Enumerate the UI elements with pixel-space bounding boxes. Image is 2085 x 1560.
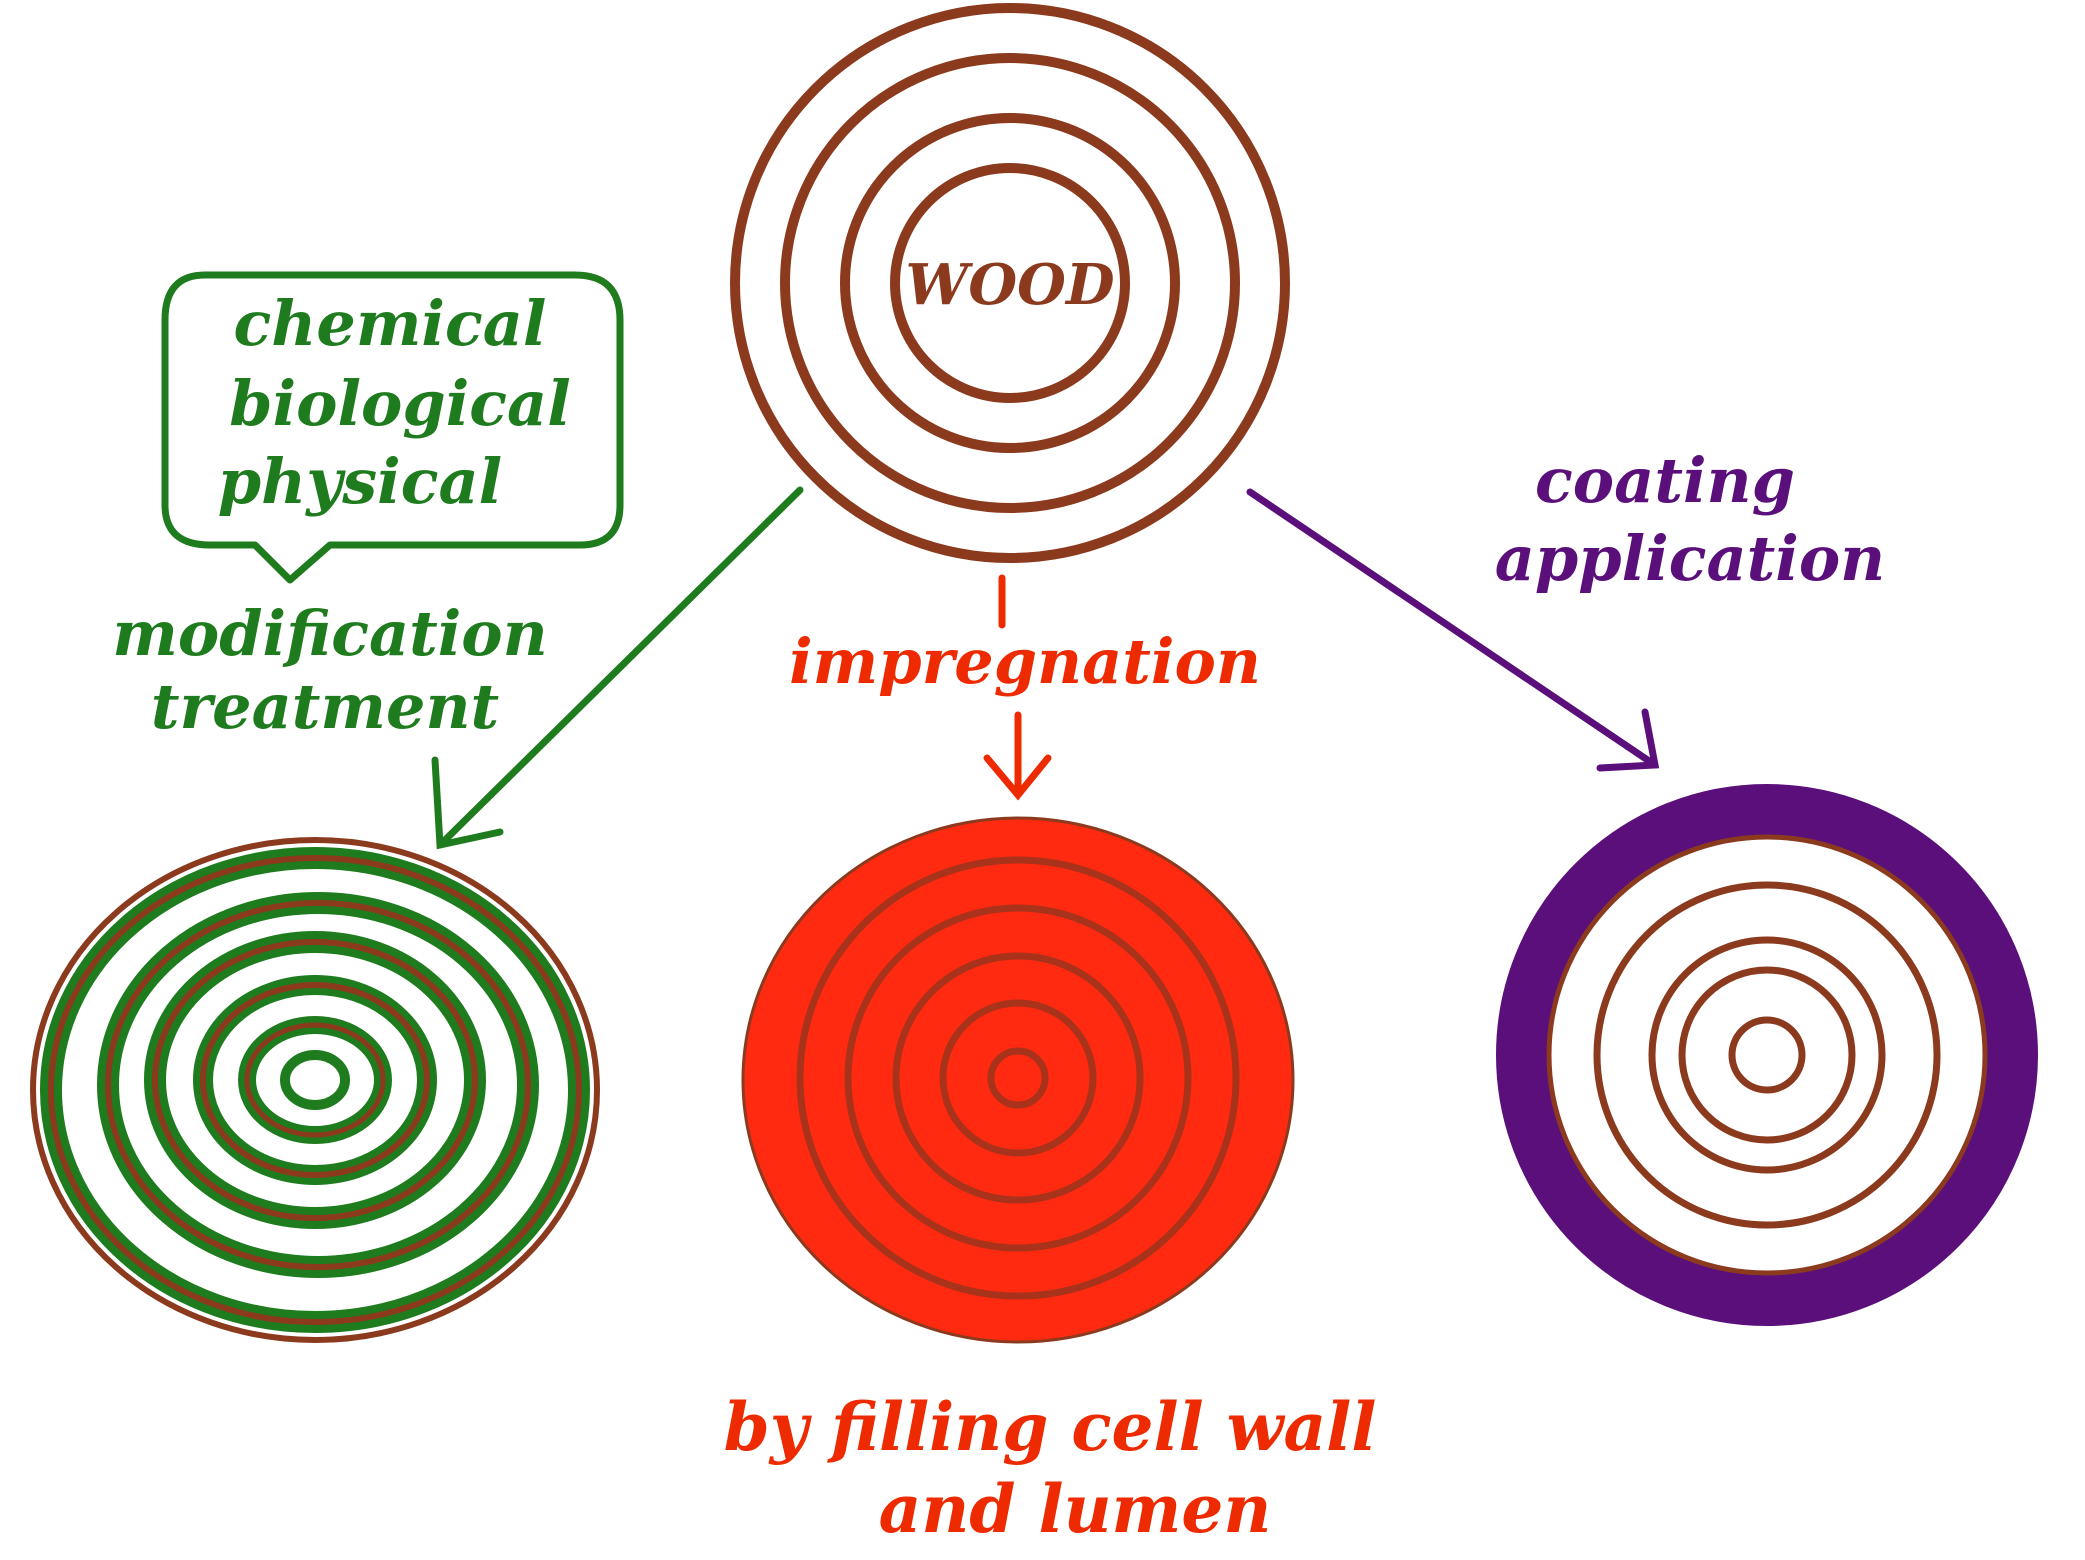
speech-bubble-outline bbox=[161, 271, 624, 584]
modified-brown-ring-1 bbox=[48, 855, 582, 1325]
modification-label-line1: modification bbox=[112, 597, 547, 670]
impregnated-ring-2 bbox=[844, 904, 1192, 1252]
bubble-line-physical: physical bbox=[218, 445, 502, 518]
caption-line2: and lumen bbox=[879, 1470, 1272, 1548]
wood-ring-inner bbox=[890, 163, 1130, 403]
bubble-line-chemical: chemical bbox=[234, 287, 547, 360]
impregnated-ring-4 bbox=[939, 999, 1097, 1157]
modified-brown-ring-2 bbox=[105, 900, 531, 1270]
wood-ring-2 bbox=[780, 53, 1240, 513]
wood-ring-3 bbox=[840, 113, 1180, 453]
modification-label-line2: treatment bbox=[151, 670, 500, 743]
coated-ring-core bbox=[1728, 1016, 1806, 1094]
modified-brown-ring-4 bbox=[200, 982, 430, 1178]
modified-brown-ring-5 bbox=[244, 1022, 386, 1138]
wood-label: WOOD bbox=[905, 252, 1114, 318]
impregnated-wood-disc bbox=[741, 816, 1295, 1344]
modified-wood-disc bbox=[30, 837, 600, 1343]
coated-ring-2 bbox=[1593, 881, 1941, 1229]
impregnated-ring-5 bbox=[987, 1047, 1049, 1109]
coating-label-line2: application bbox=[1495, 522, 1886, 595]
wood-rings: WOOD bbox=[730, 3, 1290, 563]
wood-ring-outer bbox=[730, 3, 1290, 563]
treatment-type-bubble: chemical biological physical bbox=[161, 271, 624, 584]
coated-ring-3 bbox=[1648, 936, 1886, 1174]
bubble-line-biological: biological bbox=[229, 367, 571, 440]
coated-wood-disc bbox=[1496, 784, 2038, 1326]
coated-ring-4 bbox=[1678, 966, 1856, 1144]
coating-arrow bbox=[1246, 488, 1660, 772]
modified-brown-ring-3 bbox=[152, 939, 478, 1221]
coating-layer bbox=[1496, 784, 2038, 1326]
impregnated-fill bbox=[741, 816, 1295, 1344]
impregnated-ring-3 bbox=[892, 952, 1144, 1204]
coating-label-line1: coating bbox=[1535, 444, 1795, 517]
coated-outer-ring bbox=[1546, 834, 1988, 1276]
modified-core bbox=[280, 1050, 350, 1110]
modification-arrow bbox=[431, 486, 804, 850]
impregnation-arrow bbox=[983, 574, 1052, 801]
impregnation-label: impregnation bbox=[789, 625, 1261, 698]
impregnated-ring-1 bbox=[796, 856, 1240, 1300]
caption-line1: by filling cell wall bbox=[724, 1388, 1377, 1466]
